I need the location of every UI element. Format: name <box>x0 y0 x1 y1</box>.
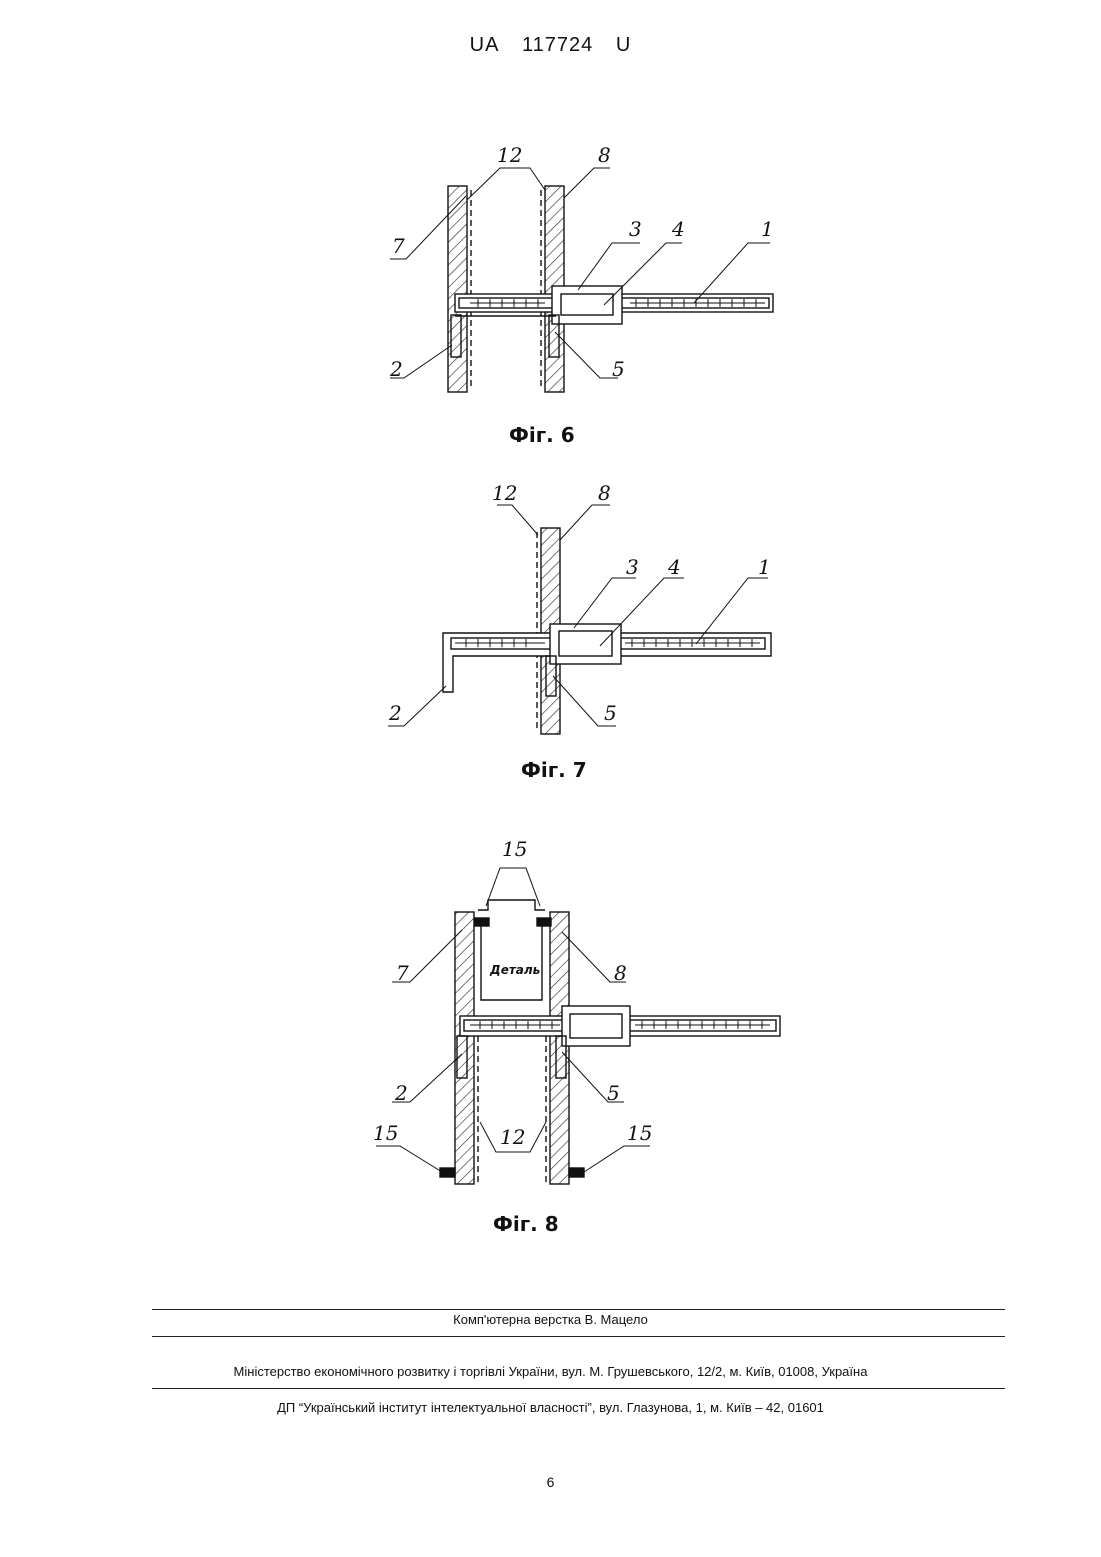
caption-fig-7: Фіг. 7 <box>521 758 587 782</box>
footer-rule-1 <box>152 1309 1005 1310</box>
label-7: 7 <box>392 234 405 258</box>
label-1: 1 <box>758 555 771 579</box>
figure-8-labels: 15 Деталь 7 8 2 5 12 15 15 <box>373 837 652 1149</box>
drawings: 12 8 7 3 4 1 2 5 12 <box>0 0 1101 1300</box>
layout-credit: Комп'ютерна верстка В. Мацело <box>0 1312 1101 1327</box>
label-5: 5 <box>607 1081 620 1105</box>
label-5: 5 <box>604 701 617 725</box>
stop-15 <box>569 1168 584 1177</box>
label-2: 2 <box>394 1081 408 1105</box>
part-label: Деталь <box>489 963 540 977</box>
label-12: 12 <box>497 143 522 167</box>
label-3: 3 <box>629 217 642 241</box>
slider-3 <box>562 1006 630 1046</box>
label-2: 2 <box>388 701 402 725</box>
stop-15 <box>440 1168 455 1177</box>
footer-rule-3 <box>152 1388 1005 1389</box>
jaw-7 <box>455 912 474 1184</box>
institute-address: ДП “Український інститут інтелектуальної… <box>0 1400 1101 1415</box>
label-5: 5 <box>612 357 625 381</box>
ministry-address: Міністерство економічного розвитку і тор… <box>0 1364 1101 1379</box>
label-15-top: 15 <box>502 837 527 861</box>
label-12: 12 <box>500 1125 525 1149</box>
figure-6-labels: 12 8 7 3 4 1 2 5 <box>389 143 774 381</box>
label-7: 7 <box>396 961 409 985</box>
label-15-right: 15 <box>627 1121 652 1145</box>
caption-fig-6: Фіг. 6 <box>509 423 575 447</box>
label-4: 4 <box>671 217 685 241</box>
footer-rule-2 <box>152 1336 1005 1337</box>
label-1: 1 <box>761 217 774 241</box>
label-4: 4 <box>667 555 681 579</box>
label-8: 8 <box>598 481 611 505</box>
label-3: 3 <box>626 555 639 579</box>
stop-15 <box>537 918 551 926</box>
label-12: 12 <box>492 481 517 505</box>
figure-8-drawing <box>376 868 780 1184</box>
caption-fig-8: Фіг. 8 <box>493 1212 559 1236</box>
label-8: 8 <box>598 143 611 167</box>
slider-3 <box>552 286 622 324</box>
label-15-left: 15 <box>373 1121 398 1145</box>
stop-15 <box>475 918 489 926</box>
label-8: 8 <box>614 961 627 985</box>
figure-6-drawing <box>390 168 773 392</box>
label-2: 2 <box>389 357 403 381</box>
jaw-7 <box>448 186 467 392</box>
figure-7-drawing <box>388 505 771 734</box>
slider-3 <box>550 624 621 664</box>
page-number: 6 <box>0 1474 1101 1490</box>
